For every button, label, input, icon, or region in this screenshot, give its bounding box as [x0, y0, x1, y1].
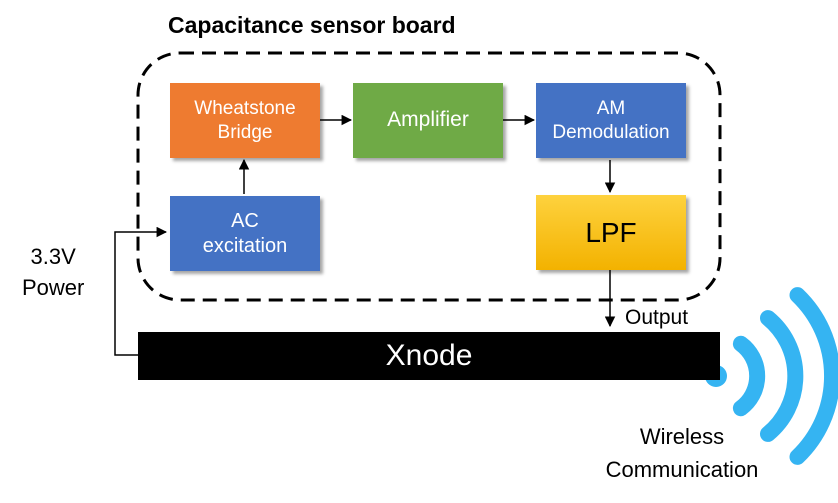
- wheatstone-bridge-label-2: Bridge: [217, 121, 273, 143]
- lpf-block: LPF: [536, 195, 686, 270]
- amplifier-block: Amplifier: [353, 83, 503, 158]
- wireless-label-line-2: Communication: [605, 457, 759, 482]
- lpf-label: LPF: [585, 217, 637, 248]
- ac-excitation-label-1: AC: [231, 209, 259, 232]
- power-line: [114, 226, 168, 356]
- wireless-communication-label: Wireless Communication: [592, 420, 772, 486]
- am-demodulation-label-2: Demodulation: [552, 121, 670, 143]
- xnode-block: Xnode: [138, 332, 720, 380]
- am-demodulation-block: AM Demodulation: [536, 83, 686, 158]
- wireless-label-line-1: Wireless: [639, 424, 725, 449]
- wireless-arc-medium: [760, 310, 804, 442]
- wireless-arc-large: [789, 287, 838, 465]
- power-label: 3.3V Power: [22, 242, 84, 304]
- ac-excitation-block: AC excitation: [170, 196, 320, 271]
- power-label-line-2: Power: [22, 274, 85, 300]
- xnode-label: Xnode: [385, 339, 473, 373]
- output-label: Output: [625, 306, 689, 329]
- board-title: Capacitance sensor board: [168, 12, 456, 38]
- wheatstone-bridge-block: Wheatstone Bridge: [170, 83, 320, 158]
- am-demodulation-label-1: AM: [596, 97, 626, 119]
- wheatstone-bridge-label-1: Wheatstone: [194, 97, 296, 119]
- ac-excitation-label-2: excitation: [202, 234, 288, 257]
- amplifier-label: Amplifier: [387, 108, 469, 132]
- sensor-board-boundary: [136, 51, 722, 302]
- wireless-arc-small: [732, 335, 766, 417]
- power-label-line-1: 3.3V: [30, 244, 76, 269]
- wireless-signal-icon: [705, 287, 838, 465]
